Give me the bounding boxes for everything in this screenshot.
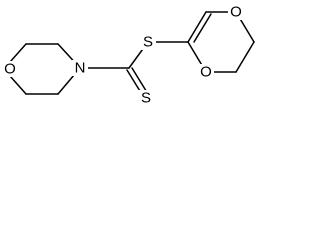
chemical-structure: O N S S O O xyxy=(2,4,255,107)
dioxin-ring xyxy=(187,11,255,73)
atom-o-dioxin-top: O xyxy=(228,4,244,21)
bond-c4-o xyxy=(9,75,27,95)
atom-label-o-dioxin-top: O xyxy=(230,4,242,21)
atom-label-o-morpholine: O xyxy=(4,61,16,78)
bond-c5-c6-b xyxy=(193,13,212,43)
dithiocarbamate-group xyxy=(79,41,189,97)
atom-s-thioether: S xyxy=(140,34,156,51)
atom-o-dioxin-bottom: O xyxy=(198,64,214,81)
atom-label-n-morpholine: N xyxy=(75,60,86,77)
bond-c7-c8 xyxy=(235,41,255,73)
bond-o-c1 xyxy=(9,43,27,63)
morpholine-ring xyxy=(9,43,81,95)
bond-c5-c6-a xyxy=(187,11,207,43)
atom-label-s-thioether: S xyxy=(143,34,153,51)
atom-s-thione: S xyxy=(138,90,154,107)
atom-label-s-thione: S xyxy=(141,90,151,107)
structure-canvas: O N S S O O xyxy=(0,0,271,121)
atom-label-o-dioxin-bottom: O xyxy=(200,64,212,81)
atom-o-morpholine: O xyxy=(2,61,18,78)
bond-c-s-thione-b xyxy=(131,67,149,95)
atom-n-morpholine: N xyxy=(72,60,88,77)
